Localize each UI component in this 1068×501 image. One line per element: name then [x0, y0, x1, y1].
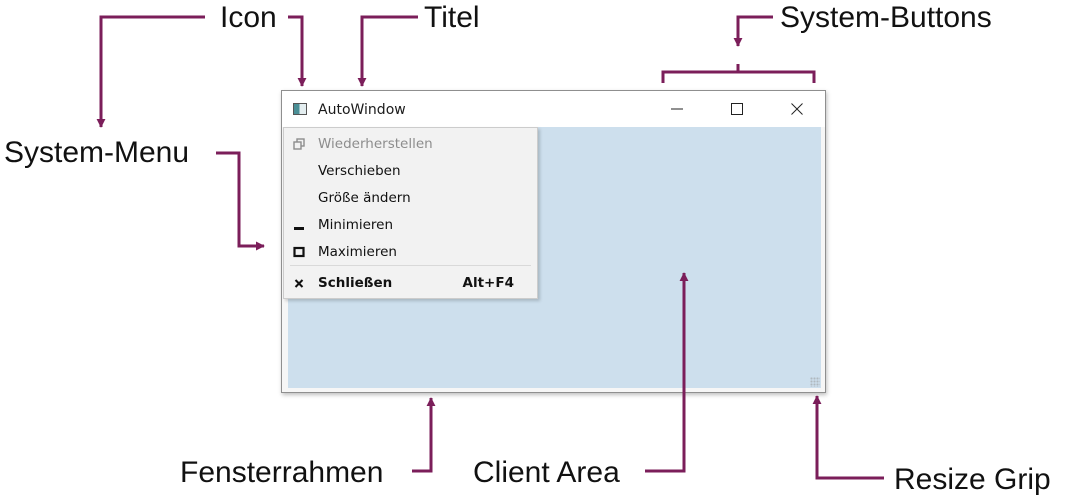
menu-item-maximize[interactable]: Maximieren	[284, 239, 537, 265]
app-window-icon[interactable]	[293, 103, 307, 115]
title-bar[interactable]: AutoWindow	[282, 91, 825, 127]
minimize-button[interactable]	[647, 91, 707, 127]
label-icon: Icon	[220, 1, 277, 34]
resize-grip[interactable]	[810, 377, 820, 387]
menu-separator	[290, 265, 531, 266]
menu-item-move[interactable]: Verschieben	[284, 158, 537, 184]
menu-item-label: Größe ändern	[318, 190, 411, 206]
label-resize-grip: Resize Grip	[894, 463, 1051, 496]
menu-item-label: Verschieben	[318, 163, 401, 179]
menu-item-shortcut: Alt+F4	[462, 275, 514, 291]
label-system-menu: System-Menu	[4, 136, 190, 169]
close-icon	[791, 103, 803, 115]
menu-item-size[interactable]: Größe ändern	[284, 185, 537, 211]
maximize-button[interactable]	[707, 91, 767, 127]
arrow-system-buttons	[733, 15, 773, 47]
menu-item-label: Wiederherstellen	[318, 136, 433, 152]
arrow-system-menu	[216, 151, 265, 251]
label-title: Titel	[424, 1, 480, 34]
maximize-icon	[293, 246, 305, 258]
label-window-frame: Fensterrahmen	[180, 456, 384, 489]
menu-item-label: Schließen	[318, 275, 393, 291]
arrow-title	[357, 15, 418, 87]
close-icon	[294, 279, 304, 288]
minimize-icon	[294, 227, 304, 230]
label-client-area: Client Area	[473, 456, 620, 489]
arrow-icon	[288, 15, 307, 87]
minimize-icon	[671, 108, 683, 110]
arrow-resize-grip	[812, 395, 884, 480]
restore-icon	[293, 138, 305, 150]
label-system-buttons: System-Buttons	[780, 1, 992, 34]
system-menu: Wiederherstellen Verschieben Größe änder…	[283, 127, 538, 299]
close-button[interactable]	[767, 91, 827, 127]
menu-item-label: Minimieren	[318, 217, 394, 233]
bracket-system-buttons	[661, 70, 816, 83]
arrow-system-menu-corner	[96, 15, 205, 128]
menu-item-close[interactable]: Schließen Alt+F4	[284, 270, 537, 296]
menu-item-restore[interactable]: Wiederherstellen	[284, 131, 537, 157]
menu-item-minimize[interactable]: Minimieren	[284, 212, 537, 238]
window-title: AutoWindow	[318, 102, 406, 118]
menu-item-label: Maximieren	[318, 244, 397, 260]
arrow-window-frame	[412, 397, 436, 473]
maximize-icon	[731, 103, 743, 115]
